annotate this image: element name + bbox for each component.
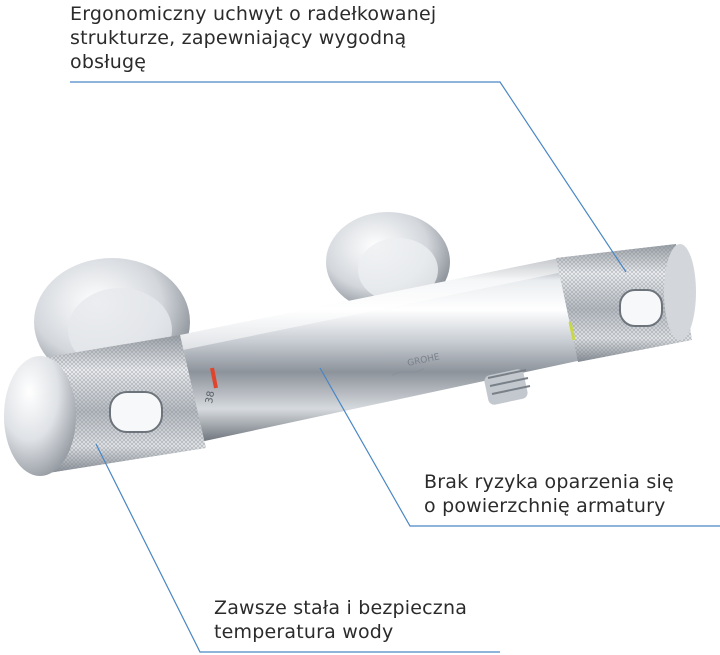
green-indicator-mark: [568, 321, 576, 341]
dial-scale-label: 38: [204, 390, 217, 404]
callout-ergonomic-handle: Ergonomiczny uchwyt o radełkowanej struk…: [70, 2, 436, 74]
callout-line-surface: [319, 367, 720, 527]
callout-line-3: obsługę: [70, 51, 147, 73]
callout-line-2: o powierzchnię armatury: [424, 495, 666, 517]
temperature-control-handle[interactable]: 38: [4, 335, 218, 476]
flow-button-icon: [619, 289, 663, 327]
callout-line-1: Zawsze stała i bezpieczna: [214, 597, 468, 619]
callout-lines: [70, 81, 720, 653]
callout-line-2: temperatura wody: [214, 621, 394, 643]
safety-stop-mark: [210, 367, 218, 389]
temperature-lock-button-icon: [109, 391, 163, 433]
callout-line-1: Ergonomiczny uchwyt o radełkowanej: [70, 3, 437, 25]
callout-line-2: strukturze, zapewniający wygodną: [70, 27, 407, 49]
flow-control-handle[interactable]: [556, 244, 696, 362]
callout-line-handle: [70, 81, 627, 273]
callout-line-1: Brak ryzyka oparzenia się: [424, 471, 674, 493]
shower-outlet: [484, 369, 531, 405]
mixer-body: GROHE: [180, 258, 582, 442]
callout-line-temperature: [95, 443, 500, 653]
callout-no-burn-risk: Brak ryzyka oparzenia się o powierzchnię…: [424, 470, 674, 518]
callout-constant-temperature: Zawsze stała i bezpieczna temperatura wo…: [214, 596, 467, 644]
handle-end-cap: [4, 356, 76, 476]
